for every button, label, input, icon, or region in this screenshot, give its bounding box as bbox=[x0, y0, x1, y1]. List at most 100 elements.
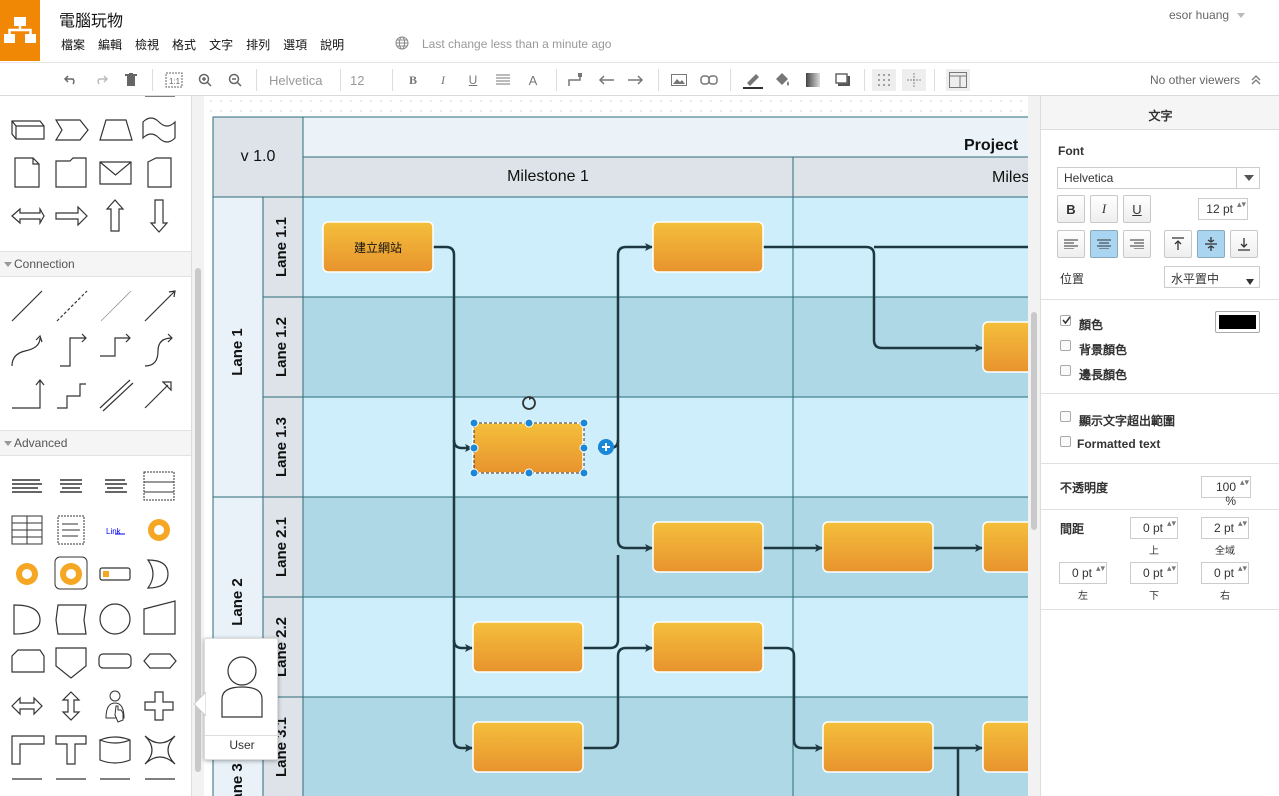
lane-1-1-label[interactable]: Lane 1.1 bbox=[273, 216, 290, 277]
align-top-icon[interactable] bbox=[1164, 230, 1192, 258]
lane-1-label[interactable]: Lane 1 bbox=[229, 328, 246, 376]
task-build-website[interactable]: 建立網站 bbox=[353, 240, 402, 255]
position-select[interactable]: 水平置中 bbox=[1164, 266, 1260, 288]
svg-text:1:1: 1:1 bbox=[169, 77, 181, 86]
font-color-label: 顏色 bbox=[1079, 318, 1104, 332]
font-color-swatch[interactable] bbox=[1215, 311, 1260, 333]
document-title[interactable]: 電腦玩物 bbox=[59, 13, 124, 30]
waypoint-icon[interactable] bbox=[566, 69, 586, 91]
menu-arrange[interactable]: 排列 bbox=[246, 38, 271, 52]
grid-icon[interactable] bbox=[872, 69, 896, 91]
opacity-label: 不透明度 bbox=[1060, 481, 1109, 495]
border-color-checkbox[interactable] bbox=[1060, 365, 1071, 376]
line-color-icon[interactable] bbox=[742, 69, 764, 91]
last-change-status[interactable]: Last change less than a minute ago bbox=[422, 37, 612, 51]
font-family-select[interactable]: Helvetica bbox=[1057, 167, 1260, 189]
align-icon[interactable] bbox=[494, 69, 512, 91]
undo-icon[interactable] bbox=[62, 69, 80, 91]
arrow-left-icon[interactable] bbox=[596, 69, 616, 91]
app-header: 電腦玩物 檔案 編輯 檢視 格式 文字 排列 選項 說明 Last change… bbox=[0, 0, 1279, 62]
align-middle-icon[interactable] bbox=[1197, 230, 1225, 258]
underline-icon[interactable]: U bbox=[468, 73, 478, 87]
link-icon[interactable] bbox=[700, 69, 718, 91]
italic-button[interactable]: I bbox=[1090, 195, 1118, 223]
guides-icon[interactable] bbox=[902, 69, 926, 91]
format-panel-icon[interactable] bbox=[946, 69, 970, 91]
user-dropdown-icon[interactable] bbox=[1237, 13, 1245, 18]
bold-button[interactable]: B bbox=[1057, 195, 1085, 223]
background-color-label: 背景顏色 bbox=[1079, 343, 1128, 357]
tooltip-label: User bbox=[205, 735, 279, 752]
collapse-up-icon[interactable] bbox=[1248, 69, 1264, 91]
lane-2-label[interactable]: Lane 2 bbox=[229, 578, 246, 626]
version-label[interactable]: v 1.0 bbox=[240, 148, 276, 165]
connection-section-header[interactable]: Connection bbox=[0, 251, 191, 277]
swimlane-diagram[interactable] bbox=[204, 96, 1028, 796]
formatted-text-checkbox[interactable] bbox=[1060, 436, 1071, 447]
zoom-out-icon[interactable] bbox=[226, 69, 244, 91]
italic-icon[interactable]: I bbox=[441, 72, 445, 87]
tab-text[interactable]: 文字 bbox=[1041, 96, 1279, 130]
drawio-logo[interactable] bbox=[0, 0, 40, 61]
font-color-icon[interactable]: A bbox=[528, 72, 538, 88]
menu-file[interactable]: 檔案 bbox=[61, 38, 86, 52]
position-chevron-icon[interactable] bbox=[1246, 274, 1254, 288]
spacing-bottom-input[interactable]: 0 pt bbox=[1130, 562, 1178, 584]
spacing-left-label: 左 bbox=[1078, 591, 1088, 602]
bold-icon[interactable]: B bbox=[408, 72, 417, 87]
menu-edit[interactable]: 編輯 bbox=[98, 38, 123, 52]
fill-color-icon[interactable] bbox=[772, 69, 792, 91]
delete-icon[interactable] bbox=[122, 69, 140, 91]
lane-1-2-label[interactable]: Lane 1.2 bbox=[273, 316, 290, 377]
spacing-top-input[interactable]: 0 pt bbox=[1130, 517, 1178, 539]
align-center-button[interactable] bbox=[1090, 230, 1118, 258]
milestone-2-label[interactable]: Miles bbox=[992, 169, 1028, 186]
lane-1-3-label[interactable]: Lane 1.3 bbox=[273, 416, 290, 477]
spacing-global-input[interactable]: 2 pt bbox=[1201, 517, 1249, 539]
arrow-right-icon[interactable] bbox=[626, 69, 646, 91]
menu-format[interactable]: 格式 bbox=[172, 38, 197, 52]
underline-button[interactable]: U bbox=[1123, 195, 1151, 223]
actual-size-icon[interactable]: 1:1 bbox=[164, 69, 184, 91]
image-icon[interactable] bbox=[670, 69, 688, 91]
formatted-text-label: Formatted text bbox=[1077, 437, 1161, 451]
opacity-input[interactable]: 100 % bbox=[1201, 476, 1251, 508]
project-label[interactable]: Project bbox=[964, 137, 1019, 154]
shapes-sidebar: Link bbox=[0, 96, 192, 796]
zoom-in-icon[interactable] bbox=[196, 69, 214, 91]
canvas-scroll-thumb[interactable] bbox=[1031, 312, 1037, 530]
spacing-top-label: 上 bbox=[1149, 546, 1159, 557]
lane-3-label[interactable]: Lane 3 bbox=[229, 763, 246, 796]
menu-help[interactable]: 說明 bbox=[320, 38, 345, 52]
redo-icon[interactable] bbox=[92, 69, 110, 91]
milestone-1-label[interactable]: Milestone 1 bbox=[507, 168, 589, 185]
overflow-checkbox[interactable] bbox=[1060, 411, 1071, 422]
svg-text:Link: Link bbox=[106, 527, 122, 536]
spacing-left-input[interactable]: 0 pt bbox=[1059, 562, 1107, 584]
align-left-button[interactable] bbox=[1057, 230, 1085, 258]
font-size-input[interactable]: 12 pt bbox=[1198, 198, 1248, 220]
tooltip-pointer bbox=[193, 692, 206, 716]
user-name[interactable]: esor huang bbox=[1169, 8, 1230, 22]
advanced-section-header[interactable]: Advanced bbox=[0, 430, 191, 456]
align-bottom-icon[interactable] bbox=[1230, 230, 1258, 258]
menu-view[interactable]: 檢視 bbox=[135, 38, 160, 52]
globe-icon[interactable] bbox=[395, 36, 409, 50]
shadow-icon[interactable] bbox=[834, 69, 852, 91]
shape-palette[interactable]: Link bbox=[0, 96, 192, 796]
lane-2-1-label[interactable]: Lane 2.1 bbox=[273, 516, 290, 577]
chevron-down-icon[interactable] bbox=[1236, 167, 1260, 189]
font-family-select[interactable]: Helvetica bbox=[269, 72, 323, 88]
font-heading: Font bbox=[1058, 144, 1084, 158]
sidebar-scroll-thumb[interactable] bbox=[195, 268, 201, 772]
background-color-checkbox[interactable] bbox=[1060, 340, 1071, 351]
viewers-status: No other viewers bbox=[1150, 73, 1241, 87]
font-size-select[interactable]: 12 bbox=[350, 72, 365, 88]
font-color-checkbox[interactable] bbox=[1060, 315, 1071, 326]
align-right-button[interactable] bbox=[1123, 230, 1151, 258]
diagram-canvas[interactable]: v 1.0 Project Milestone 1 Miles Lane 1 L… bbox=[204, 96, 1028, 796]
menu-options[interactable]: 選項 bbox=[283, 38, 308, 52]
menu-text[interactable]: 文字 bbox=[209, 38, 234, 52]
spacing-right-input[interactable]: 0 pt bbox=[1201, 562, 1249, 584]
gradient-icon[interactable] bbox=[804, 69, 822, 91]
